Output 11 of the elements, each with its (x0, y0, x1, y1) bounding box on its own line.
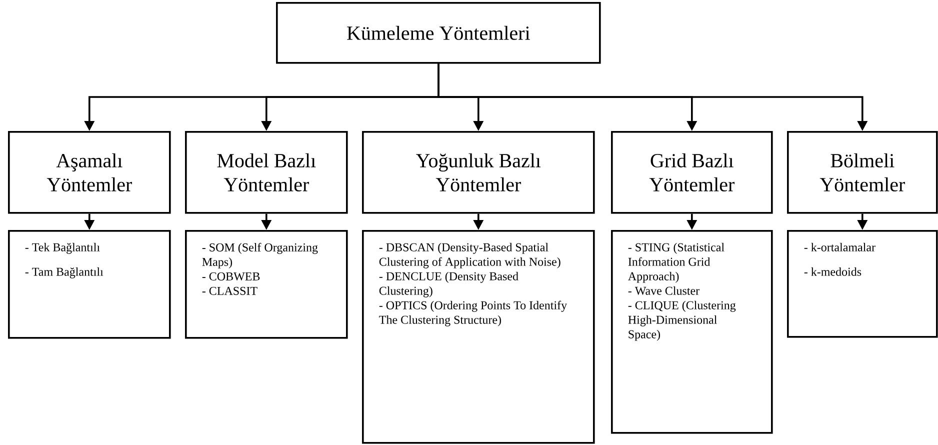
title-box: Kümeleme Yöntemleri (276, 2, 601, 64)
category-box: Yoğunluk Bazlı Yöntemler (362, 131, 595, 214)
method-list-box: - STING (Statistical Information Grid Approach) - Wave Cluster - CLIQUE (Clustering High-Dimensional Space) (611, 230, 773, 434)
method-list-box: - SOM (Self Organizing Maps) - COBWEB - CLASSIT (185, 230, 348, 339)
method-list-box: - Tek Bağlantılı - Tam Bağlantılı (8, 230, 171, 339)
method-list-box: - k-ortalamalar - k-medoids (787, 230, 938, 338)
method-list-box: - DBSCAN (Density-Based Spatial Clustering of Application with Noise) - DENCLUE (Density Based Clustering) - OPTICS (Ordering Points To Identify The Clustering Structure) (362, 230, 595, 444)
category-box: Aşamalı Yöntemler (8, 131, 171, 214)
category-box: Bölmeli Yöntemler (787, 131, 938, 214)
category-box: Model Bazlı Yöntemler (185, 131, 348, 214)
category-box: Grid Bazlı Yöntemler (611, 131, 773, 214)
